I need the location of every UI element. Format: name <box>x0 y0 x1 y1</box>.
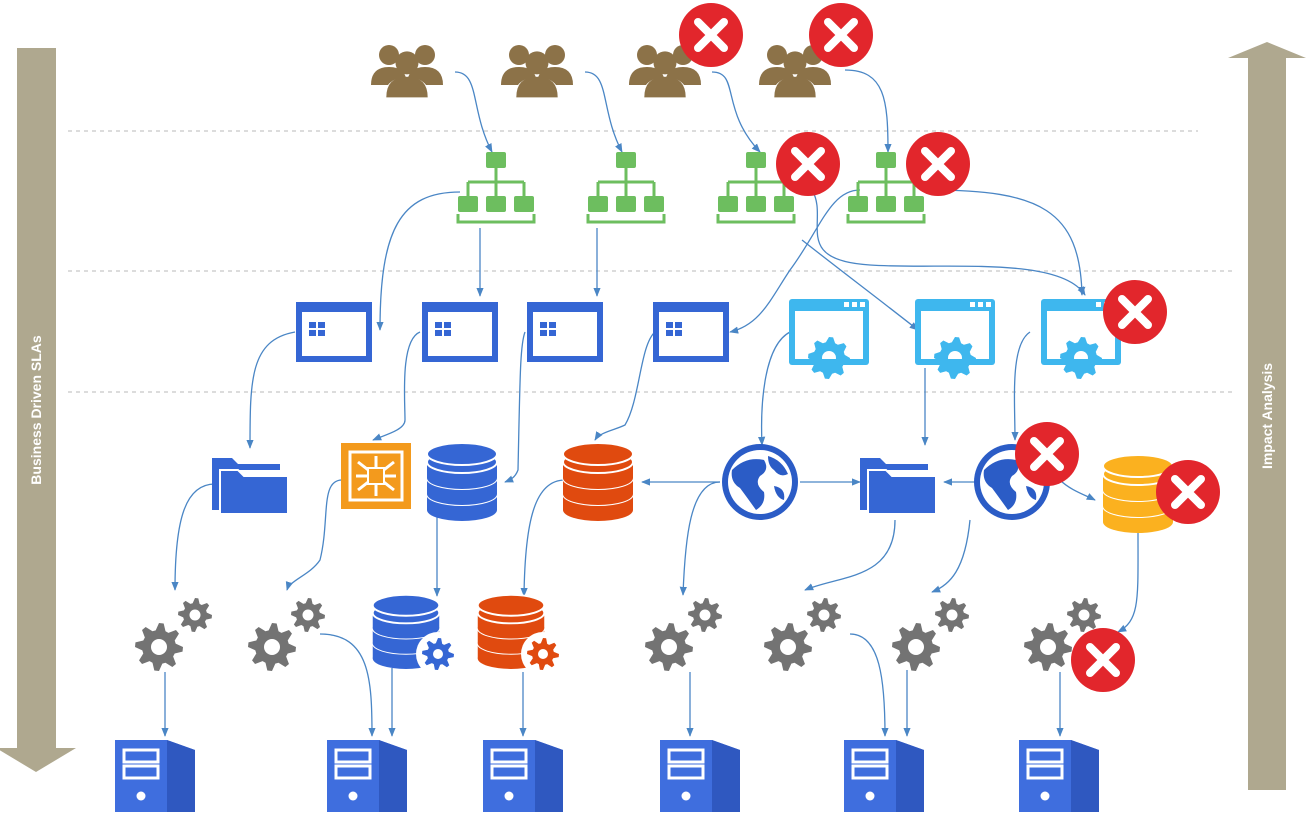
failure-x-icon <box>679 3 743 67</box>
dependency-connector <box>376 191 461 331</box>
people-icon <box>629 45 701 103</box>
network-icon <box>846 152 926 224</box>
app-window-icon <box>527 302 603 362</box>
failure-x-icon <box>1015 422 1079 486</box>
web-app-icon <box>1041 299 1121 379</box>
server-icon <box>483 740 563 812</box>
failure-x-icon <box>1156 460 1220 524</box>
dependency-connector <box>804 519 896 591</box>
dependency-connector <box>520 479 566 597</box>
gears-icon <box>892 598 969 671</box>
dependency-connector <box>711 71 761 153</box>
dependency-connector <box>931 519 971 593</box>
network-icon <box>456 152 536 224</box>
folder-icon <box>212 458 289 515</box>
dependency-connector <box>584 71 623 153</box>
failure-x-icon <box>906 132 970 196</box>
dependency-connector <box>1059 479 1096 501</box>
server-icon <box>327 740 407 812</box>
dependency-connector <box>849 633 889 737</box>
impact-analysis-label: Impact Analysis <box>1259 363 1275 469</box>
failure-x-icon <box>1103 280 1167 344</box>
server-icon <box>660 740 740 812</box>
failure-markers <box>679 3 1220 692</box>
impact-analysis-arrow: Impact Analysis <box>1228 42 1306 790</box>
dependency-connector <box>246 331 296 449</box>
dependency-connector <box>285 479 343 591</box>
people-icon <box>759 45 831 103</box>
server-icon <box>1019 740 1099 812</box>
dependency-connector <box>454 71 493 153</box>
people-icon <box>371 45 443 103</box>
dependency-connector <box>811 189 1086 296</box>
failure-x-icon <box>1071 628 1135 692</box>
app-window-icon <box>296 302 372 362</box>
network-icon <box>716 152 796 224</box>
dependency-connector <box>729 189 861 334</box>
dependency-connectors <box>161 69 1139 737</box>
database-icon <box>1102 454 1174 533</box>
server-icon <box>115 740 195 812</box>
dependency-connector <box>844 69 892 153</box>
gears-icon <box>248 598 325 671</box>
dependency-connector <box>679 481 721 596</box>
dependency-connector <box>594 331 656 441</box>
business-driven-slas-label: Business Driven SLAs <box>28 335 44 485</box>
web-app-icon <box>789 299 869 379</box>
dependency-connector <box>801 239 919 331</box>
database-service-icon <box>476 593 565 676</box>
server-icon <box>844 740 924 812</box>
database-icon <box>426 442 498 521</box>
dependency-connector <box>758 331 791 446</box>
office-icon <box>341 443 411 509</box>
database-service-icon <box>371 593 460 676</box>
app-window-icon <box>653 302 729 362</box>
web-app-icon <box>915 299 995 379</box>
database-icon <box>562 442 634 521</box>
up-arrow-shape <box>1228 42 1306 790</box>
dependency-connector <box>319 633 376 737</box>
app-window-icon <box>422 302 498 362</box>
globe-icon <box>722 444 798 520</box>
gears-icon <box>764 598 841 671</box>
folder-icon <box>860 458 937 515</box>
dependency-connector <box>171 483 216 591</box>
gears-icon <box>1024 598 1101 671</box>
dependency-connector <box>504 331 526 483</box>
failure-x-icon <box>776 132 840 196</box>
people-icon <box>501 45 573 103</box>
dependency-connector <box>1011 331 1031 441</box>
down-arrow-shape <box>0 48 76 772</box>
dependency-connector <box>372 331 421 441</box>
failure-x-icon <box>809 3 873 67</box>
business-driven-slas-arrow: Business Driven SLAs <box>0 48 76 772</box>
dependency-nodes <box>115 45 1174 812</box>
network-icon <box>586 152 666 224</box>
gears-icon <box>645 598 722 671</box>
dependency-connector <box>929 189 1086 296</box>
gears-icon <box>135 598 212 671</box>
dependency-connector <box>1117 532 1139 633</box>
